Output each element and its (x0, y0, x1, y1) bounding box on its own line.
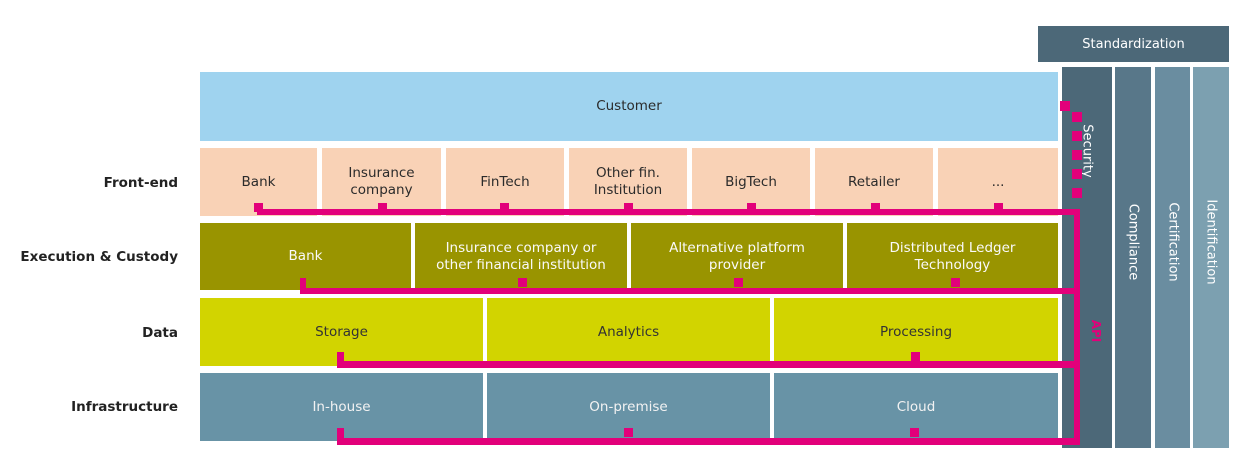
front-end-line (257, 209, 1080, 215)
api-dash (1060, 101, 1070, 111)
api-bus (1074, 209, 1080, 445)
front-end-tick (994, 203, 1003, 212)
front-end-tick (500, 203, 509, 212)
row-label-front-end: Front-end (103, 175, 178, 191)
front-end-tick (378, 203, 387, 212)
infrastructure-tick (624, 428, 633, 437)
front-end-tick (871, 203, 880, 212)
api-dash (1072, 131, 1082, 141)
data-tick (911, 352, 920, 361)
execution-tick (951, 278, 960, 287)
row-label-infrastructure: Infrastructure (71, 399, 178, 415)
certification-pillar: Certification (1155, 67, 1190, 448)
api-dash (1072, 150, 1082, 160)
front-end-tick (254, 203, 263, 212)
row-label-execution: Execution & Custody (20, 249, 178, 265)
api-label: API (1089, 319, 1103, 343)
customer-block: Customer (200, 72, 1058, 141)
front-end-tick (624, 203, 633, 212)
front-end-tick (747, 203, 756, 212)
infrastructure-tick (910, 428, 919, 437)
execution-tick (300, 278, 306, 292)
data-line (337, 361, 1080, 368)
execution-tick (518, 278, 527, 287)
execution-bank: Bank (200, 223, 411, 290)
api-dash (1072, 112, 1082, 122)
api-dash (1072, 188, 1082, 198)
infrastructure-line (337, 438, 1080, 445)
row-label-data: Data (142, 325, 178, 341)
data-tick (337, 352, 344, 366)
data-analytics: Analytics (487, 298, 770, 366)
execution-tick (734, 278, 743, 287)
execution-line (300, 288, 1080, 294)
standardization-header: Standardization (1038, 26, 1229, 62)
identification-pillar: Identification (1193, 67, 1229, 448)
compliance-pillar: Compliance (1115, 67, 1151, 448)
api-dash (1072, 169, 1082, 179)
security-pillar: Security (1062, 67, 1112, 448)
infrastructure-tick (337, 428, 344, 442)
